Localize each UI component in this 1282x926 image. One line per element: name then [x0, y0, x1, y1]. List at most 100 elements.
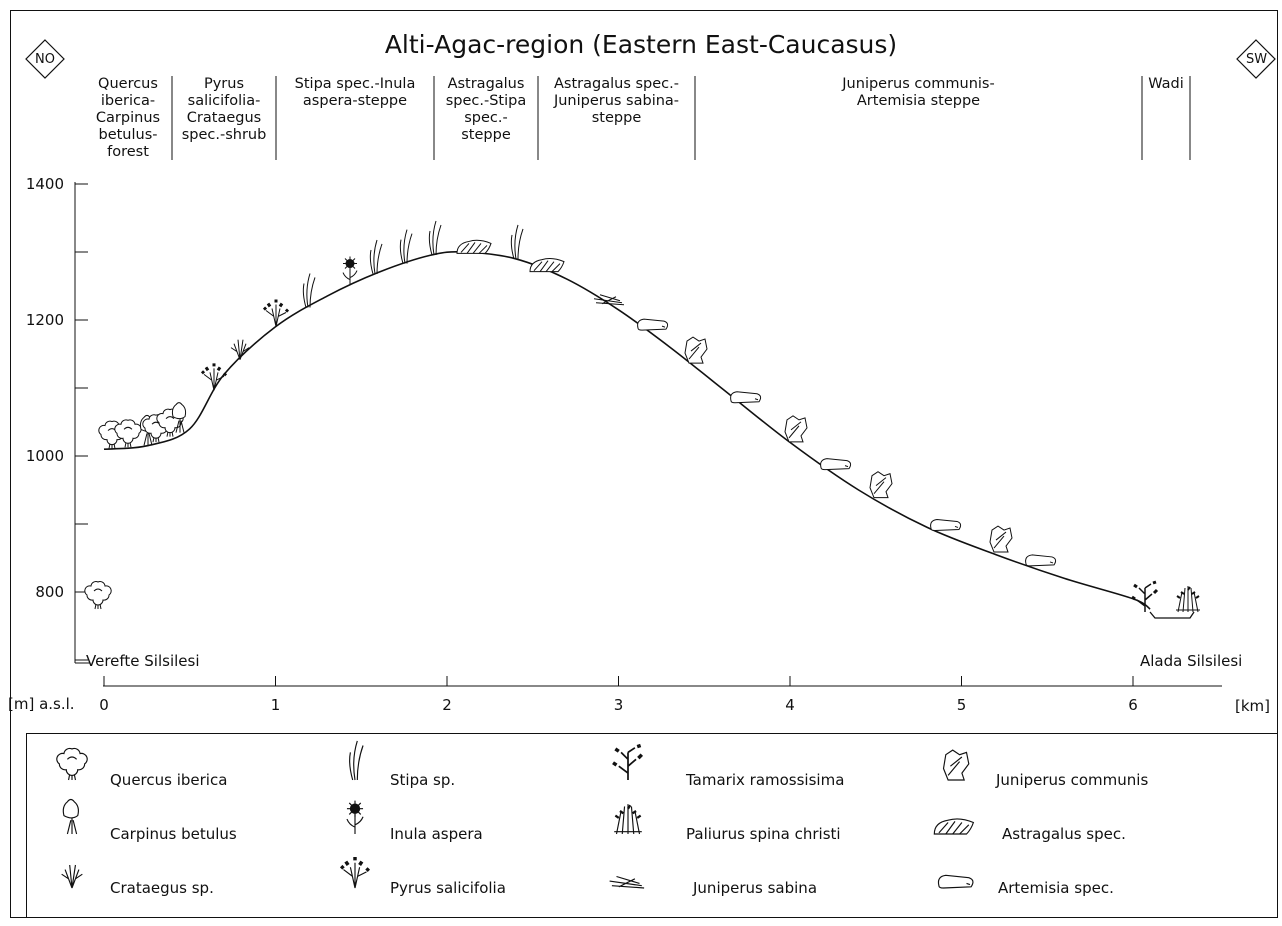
legend-label: Crataegus sp. [110, 879, 214, 897]
zone-header-line: spec.-shrub [181, 127, 267, 143]
legend-label: Pyrus salicifolia [390, 879, 506, 897]
legend-label: Paliurus spina christi [686, 825, 841, 843]
x-tick-label: 3 [613, 696, 624, 714]
juniperus-communis-icon [942, 749, 970, 781]
zone-header-6: Wadi [1142, 76, 1190, 93]
zone-header-line: Juniperus sabina- [553, 93, 680, 109]
hornbeam-tree-icon [62, 798, 79, 835]
zone-header-line: Quercus [98, 76, 158, 92]
x-tick-label: 5 [956, 696, 967, 714]
pyrus-shrub-icon [339, 856, 371, 889]
legend-label: Juniperus sabina [693, 879, 818, 897]
artemisia-plant-mark [1025, 554, 1057, 567]
x-tick-label: 2 [442, 696, 452, 714]
tamarix-shrub-icon [612, 743, 644, 780]
legend-label: Juniperus communis [996, 771, 1149, 789]
wadi-notch [1149, 611, 1195, 619]
sabina-plant-mark [593, 294, 625, 306]
x-tick-label: 1 [270, 696, 281, 714]
left-end-label: Verefte Silsilesi [86, 652, 200, 670]
x-tick-label: 4 [785, 696, 795, 714]
artemisia-tuft-icon [937, 874, 974, 889]
juniperus-sabina-icon [609, 875, 645, 889]
astragalus-plant-mark [529, 258, 565, 273]
hornbeam-plant-mark [171, 402, 187, 433]
zone-header-line: Pyrus [203, 76, 245, 92]
pyrus-plant-mark [200, 363, 228, 391]
zone-header-line: Stipa spec.-Inula [294, 76, 416, 92]
zone-header-line: aspera-steppe [302, 93, 408, 109]
zone-header-line: Crataegus [186, 110, 262, 126]
zone-header-line: Artemisia steppe [856, 93, 981, 109]
astragalus-cushion-icon [933, 818, 975, 835]
legend-label: Astragalus spec. [1002, 825, 1126, 843]
zone-header-line: Wadi [1148, 76, 1184, 92]
zone-header-line: steppe [461, 127, 511, 143]
zone-separators [171, 76, 1191, 160]
oak-plant-mark [84, 581, 112, 610]
artemisia-plant-mark [730, 391, 762, 404]
zone-header-line: Carpinus [95, 110, 161, 126]
legend-label: Inula aspera [390, 825, 483, 843]
paliurus-shrub-icon [614, 804, 642, 835]
oak-plant-mark [114, 419, 142, 448]
direction-right-diamond [1236, 39, 1276, 79]
stipa-plant-mark [510, 224, 524, 260]
x-tick-label: 6 [1128, 696, 1138, 714]
oak-tree-icon [56, 747, 88, 781]
legend-label: Quercus iberica [110, 771, 228, 789]
artemisia-plant-mark [820, 458, 852, 471]
zone-header-line: Astragalus [447, 76, 525, 92]
inula-flower-icon [346, 800, 364, 834]
communis-plant-mark [869, 471, 893, 499]
inula-plant-mark [342, 256, 358, 286]
legend-label: Artemisia spec. [998, 879, 1114, 897]
legend-label: Carpinus betulus [110, 825, 237, 843]
x-axis-unit: [km] [1235, 697, 1271, 715]
zone-header-line: iberica- [100, 93, 156, 109]
tamarix-plant-mark [1131, 580, 1159, 612]
communis-plant-mark [989, 525, 1013, 553]
elevation-profile-line [103, 251, 1151, 610]
astragalus-plant-mark [456, 239, 492, 254]
crataegus-shrub-icon [61, 864, 83, 889]
legend-label: Stipa sp. [390, 771, 456, 789]
direction-left-label: NO [35, 52, 55, 67]
stipa-plant-mark [369, 239, 383, 275]
zone-header-line: salicifolia- [187, 93, 261, 109]
zone-header-line: Juniperus communis- [842, 76, 995, 92]
zone-header-line: steppe [591, 110, 642, 126]
direction-left-diamond [25, 39, 65, 79]
y-axis-unit: [m] a.s.l. [8, 695, 75, 713]
y-tick-label: 1000 [25, 447, 64, 465]
pyrus-plant-mark [262, 299, 290, 327]
y-axis [74, 182, 90, 664]
crataegus-plant-mark [230, 339, 250, 360]
right-end-label: Alada Silsilesi [1140, 652, 1243, 670]
direction-right-label: SW [1246, 52, 1268, 67]
zone-header-line: betulus- [98, 127, 158, 143]
y-tick-label: 1200 [25, 311, 64, 329]
stipa-grass-icon [349, 740, 364, 781]
zone-header-line: spec.- [464, 110, 508, 126]
paliurus-plant-mark [1176, 586, 1200, 613]
y-tick-label: 1400 [25, 175, 64, 193]
zone-header-line: spec.-Stipa [445, 93, 527, 109]
zone-header-line: Astragalus spec.- [554, 76, 679, 92]
zone-header-line: forest [107, 144, 149, 160]
artemisia-plant-mark [637, 318, 669, 331]
communis-plant-mark [684, 336, 708, 364]
stipa-plant-mark [428, 220, 442, 256]
x-tick-label: 0 [99, 696, 109, 714]
artemisia-plant-mark [930, 518, 962, 531]
y-tick-label: 800 [35, 583, 64, 601]
legend-label: Tamarix ramossisima [686, 771, 845, 789]
zone-header-5: Juniperus communis-Artemisia steppe [695, 76, 1142, 110]
stipa-plant-mark [399, 229, 413, 264]
diagram-title: Alti-Agac-region (Eastern East-Caucasus) [384, 30, 898, 59]
legend-box [26, 733, 1278, 918]
